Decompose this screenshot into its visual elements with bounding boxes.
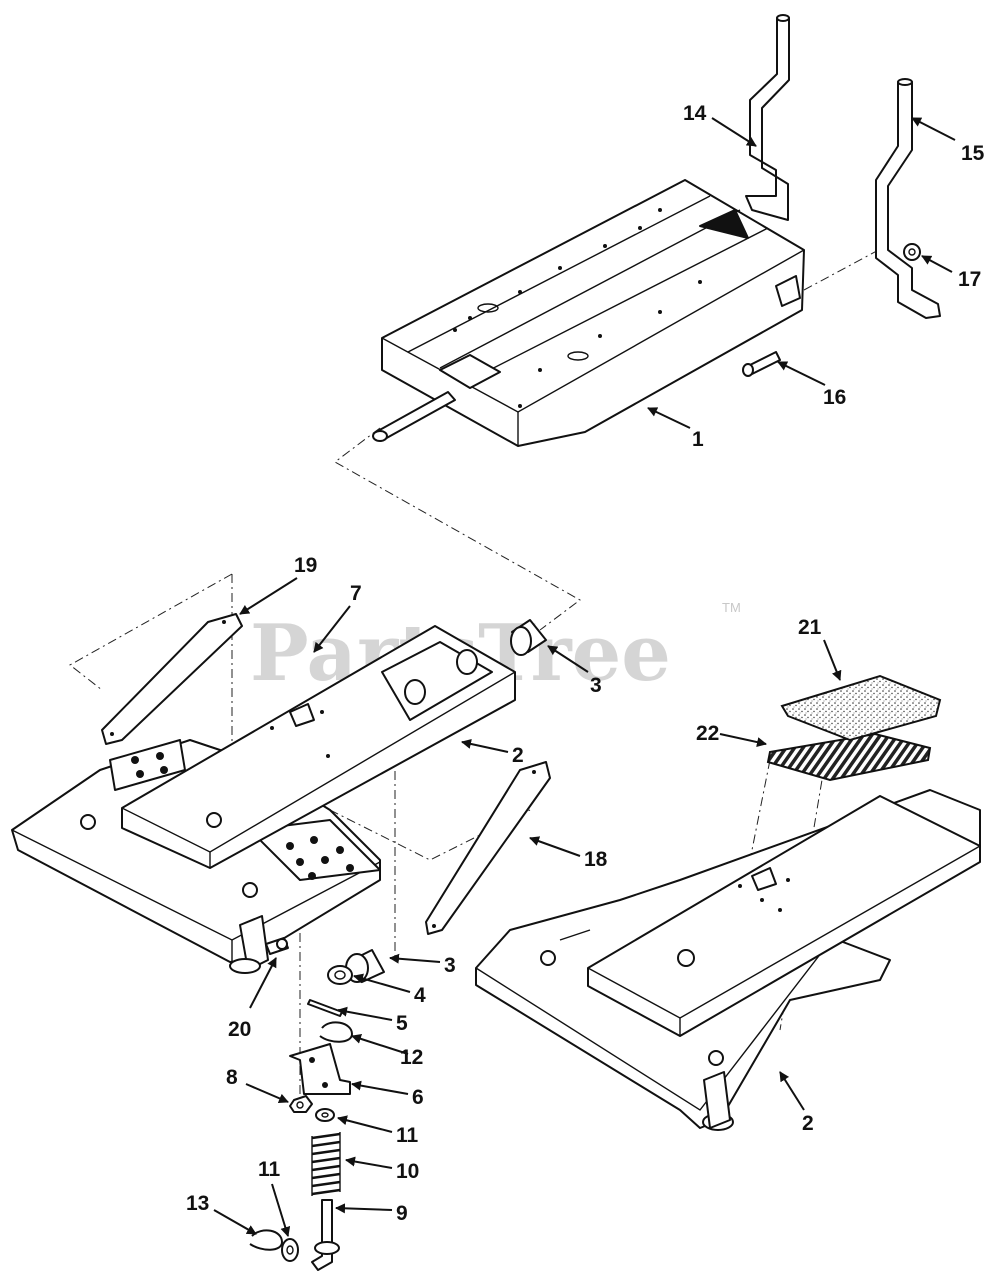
- callout-5: 5: [396, 1012, 408, 1035]
- callout-17: 17: [958, 268, 981, 291]
- callout-13: 13: [186, 1192, 209, 1215]
- part-2-left-frame: [11, 625, 516, 974]
- part-20-bolt: [265, 937, 289, 955]
- part-17-nut: [903, 243, 921, 261]
- callout-11-lower: 11: [258, 1158, 281, 1181]
- callout-3-upper: 3: [590, 674, 602, 697]
- part-14-rod: [745, 14, 790, 221]
- part-11-washer-upper: [315, 1108, 335, 1122]
- leader-lines: [213, 117, 956, 1237]
- callout-16: 16: [823, 386, 846, 409]
- callout-8: 8: [226, 1066, 238, 1089]
- callout-22: 22: [696, 722, 719, 745]
- part-5-cotter-pin: [307, 999, 343, 1017]
- part-18-brace: [425, 761, 551, 935]
- callout-4: 4: [414, 984, 426, 1007]
- callout-11-upper: 11: [396, 1124, 419, 1147]
- callout-20: 20: [228, 1018, 251, 1041]
- part-1-seat-pan: [372, 179, 805, 447]
- watermark-trademark: TM: [722, 600, 741, 615]
- callout-2-right: 2: [802, 1112, 814, 1135]
- callout-15: 15: [961, 142, 985, 165]
- part-13-hairpin: [249, 1229, 284, 1251]
- part-4-washer: [327, 965, 353, 985]
- callout-9: 9: [396, 1202, 408, 1225]
- part-21-seat-pad: [780, 674, 942, 742]
- callout-18: 18: [584, 848, 608, 871]
- part-22-ribbed-pad: [766, 732, 932, 782]
- callout-10: 10: [396, 1160, 419, 1183]
- callout-21: 21: [798, 616, 822, 639]
- callout-7: 7: [350, 582, 362, 605]
- callout-2-left: 2: [512, 744, 524, 767]
- part-3-bushing-upper: [510, 619, 547, 656]
- part-16-bolt: [742, 351, 781, 377]
- part-2-right-frame: [475, 789, 981, 1131]
- callout-3-lower: 3: [444, 954, 456, 977]
- part-9-pin: [311, 1199, 340, 1271]
- part-8-nut: [289, 1095, 313, 1113]
- part-19-brace: [101, 613, 243, 745]
- part-15-rod: [875, 78, 941, 319]
- part-10-spring: [311, 1132, 341, 1196]
- callouts: 14 15 17 16 1 19 7 3 21 22 2 18 20 3 4 5…: [186, 102, 985, 1225]
- callout-12: 12: [400, 1046, 423, 1069]
- callout-1: 1: [692, 428, 704, 451]
- part-11-washer-lower: [281, 1238, 299, 1262]
- callout-14: 14: [683, 102, 707, 125]
- callout-19: 19: [294, 554, 317, 577]
- callout-6: 6: [412, 1086, 424, 1109]
- part-12-hairpin: [319, 1021, 354, 1043]
- part-6-bracket: [289, 1043, 351, 1095]
